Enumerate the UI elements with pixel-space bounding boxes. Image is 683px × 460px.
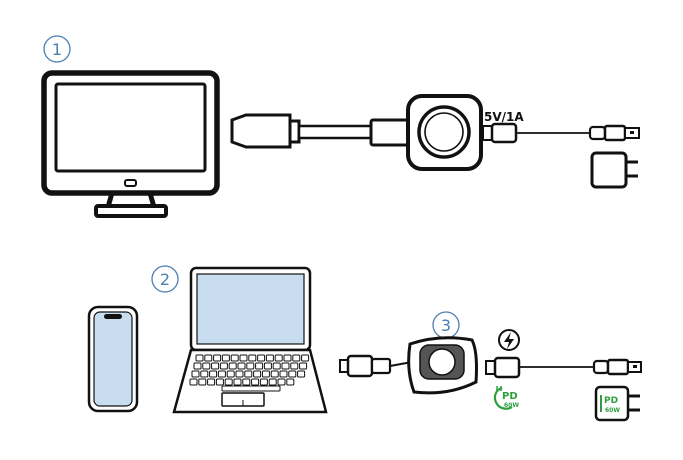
keyboard-key: [248, 354, 257, 362]
keyboard-key: [299, 362, 308, 370]
keyboard-key: [242, 378, 251, 386]
keyboard-key: [191, 370, 200, 378]
keyboard-key: [283, 354, 292, 362]
keyboard-key: [272, 362, 281, 370]
keyboard-key: [215, 378, 224, 386]
keyboard-key: [244, 370, 253, 378]
keyboard-key: [209, 370, 218, 378]
keyboard-key: [277, 378, 286, 386]
wireless-transmitter-bottom: [407, 336, 478, 395]
keyboard-key: [259, 378, 268, 386]
keyboard-key: [281, 362, 290, 370]
keyboard-key: [286, 378, 295, 386]
keyboard-key: [292, 354, 301, 362]
keyboard-key: [290, 362, 299, 370]
keyboard-key: [255, 362, 264, 370]
keyboard-key: [257, 354, 266, 362]
keyboard-key: [200, 370, 209, 378]
keyboard-key: [261, 370, 270, 378]
keyboard-key: [228, 362, 237, 370]
keyboard-key: [204, 354, 213, 362]
keyboard-key: [263, 362, 272, 370]
keyboard-key: [235, 370, 244, 378]
wall-charger-pd: PD 60W: [594, 385, 640, 422]
keyboard-key: [202, 362, 211, 370]
usb-cable-bottom: [485, 356, 642, 379]
pd-60w-badge: PD 60W: [493, 386, 519, 410]
step-3-badge: 3: [432, 311, 460, 339]
laptop-keyboard: [189, 354, 310, 392]
keyboard-key: [279, 370, 288, 378]
power-spec-label: 5V/1A: [484, 110, 524, 124]
step-2-number: 2: [160, 270, 170, 289]
keyboard-key: [233, 378, 242, 386]
keyboard-key: [211, 362, 220, 370]
keyboard-key: [207, 378, 216, 386]
charger-pd-text: PD: [604, 396, 618, 406]
keyboard-key: [246, 362, 255, 370]
keyboard-key: [253, 370, 262, 378]
keyboard-key: [217, 370, 226, 378]
lightning-bolt-icon: [498, 329, 520, 351]
laptop-icon: [172, 266, 328, 414]
keyboard-key: [213, 354, 222, 362]
keyboard-key: [198, 378, 207, 386]
usb-c-cable-bottom: [339, 354, 413, 378]
wall-charger-top: [590, 151, 638, 189]
keyboard-key: [251, 378, 260, 386]
keyboard-key: [221, 354, 230, 362]
keyboard-key: [297, 370, 306, 378]
keyboard-key: [270, 370, 279, 378]
keyboard-key: [268, 378, 277, 386]
keyboard-key: [226, 370, 235, 378]
keyboard-key: [239, 354, 248, 362]
wireless-transmitter-top: [406, 94, 483, 171]
keyboard-key: [195, 354, 204, 362]
step-2-badge: 2: [151, 265, 179, 293]
keyboard-key: [237, 362, 246, 370]
keyboard-key: [274, 354, 283, 362]
pd-badge-watts: 60W: [504, 402, 519, 409]
keyboard-spacebar: [221, 385, 281, 392]
keyboard-key: [301, 354, 310, 362]
keyboard-key: [193, 362, 202, 370]
step-1-number: 1: [52, 40, 62, 59]
pd-badge-text: PD: [502, 391, 518, 402]
step-1-badge: 1: [43, 35, 71, 63]
keyboard-key: [224, 378, 233, 386]
keyboard-key: [288, 370, 297, 378]
monitor-icon: [41, 70, 220, 218]
charger-pd-watts: 60W: [605, 407, 620, 414]
keyboard-key: [189, 378, 198, 386]
step-3-number: 3: [441, 316, 451, 335]
smartphone-icon: [87, 305, 139, 413]
keyboard-key: [265, 354, 274, 362]
keyboard-key: [219, 362, 228, 370]
keyboard-key: [230, 354, 239, 362]
hdmi-cable-top: [230, 113, 411, 149]
usb-cable-top: [482, 122, 640, 144]
